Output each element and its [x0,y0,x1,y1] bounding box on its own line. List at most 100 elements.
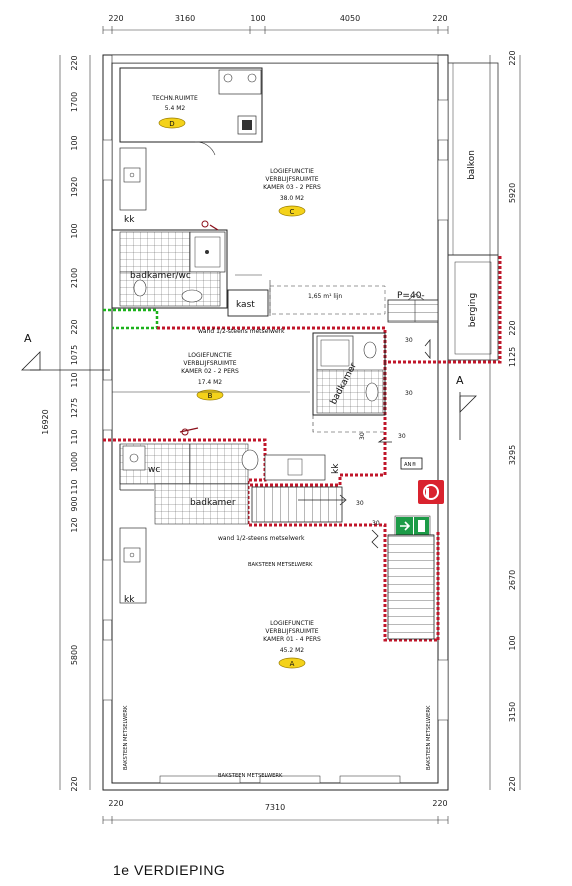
lijn-label: 1,65 m¹ lijn [308,293,342,300]
dim-top-5: 220 [432,14,447,23]
room-b-badge [196,389,224,401]
room-b-line2: VERBLIJFSRUIMTE [183,360,236,367]
berging-area [447,254,499,361]
stair-upper [387,293,439,323]
dim-right-6: 2670 [508,570,517,590]
stairs-lower [387,534,435,640]
dim-left-5: 100 [70,223,79,238]
wc-label: wc [148,465,160,475]
green-boundary [103,308,159,330]
room-a: kk LOGIEFUNCTIE VERBLIJFSRUIMTE KAMER 01… [119,527,432,779]
bathroom-a: wc badkamer [119,443,259,525]
dim-right-9: 220 [508,776,517,791]
dim-left-1: 220 [70,55,79,70]
room-b-letter: B [208,392,213,400]
dim-left-8: 1075 [70,345,79,365]
dim-left-16: 5800 [70,645,79,665]
room-a-line1: LOGIEFUNCTIE [270,620,314,627]
dim-left-17: 220 [70,776,79,791]
room-b: LOGIEFUNCTIE VERBLIJFSRUIMTE KAMER 02 - … [112,352,310,436]
room-c-area: 38.0 M2 [280,195,304,202]
room-c-letter: C [290,208,295,216]
dim-left-13: 110 [70,479,79,494]
dim-left-total: 16920 [41,409,50,434]
baksteen-top-label: BAKSTEEN METSELWERK [248,562,313,568]
dim-bottom-2: 7310 [265,803,285,812]
dim-bottom-3: 220 [432,799,447,808]
room-c: LOGIEFUNCTIE VERBLIJFSRUIMTE KAMER 03 - … [263,150,478,327]
dimension-left: 220 1700 100 1920 100 2100 220 1075 110 … [41,55,91,792]
room-b-line1: LOGIEFUNCTIE [188,352,232,359]
dim-top-2: 3160 [175,14,195,23]
dim-left-10: 1275 [70,398,79,418]
room-d-area: 5.4 M2 [165,105,186,112]
room-c-line3: KAMER 03 - 2 PERS [263,184,321,191]
fire-30-8: 30 [372,520,380,527]
room-b-area: 17.4 M2 [198,379,222,386]
room-d: TECHN.RUIMTE 5.4 M2 D [119,67,263,156]
floor-title: 1e VERDIEPING [113,862,226,878]
section-a-right: A [456,374,464,387]
dim-left-9: 110 [70,372,79,387]
dimension-bottom: 220 7310 220 [102,799,449,824]
bathroom-c: badkamer/wc [111,220,228,309]
fire-30-2: 30 [405,390,413,397]
dim-top-1: 220 [108,14,123,23]
dim-right-5: 3295 [508,445,517,465]
dimension-top: 220 3160 100 4050 220 [102,14,449,34]
lijn-165: 1,65 m¹ lijn P=40- [269,285,425,315]
dim-left-11: 110 [70,429,79,444]
dim-left-7: 220 [70,319,79,334]
wand-top-label: wand 1/2-steens metselwerk [198,328,285,335]
kk-label-2: kk [331,463,341,474]
dim-left-2: 1700 [70,92,79,112]
fire-30-4: 30 [398,433,406,440]
room-d-letter: D [169,120,174,128]
fire-30-7: 30 [356,500,364,507]
section-markers: A A [21,332,477,440]
room-a-area: 45.2 M2 [280,647,304,654]
room-a-badge [278,657,306,669]
dim-left-4: 1920 [70,177,79,197]
dim-left-14: 900 [70,496,79,511]
room-d-name: TECHN.RUIMTE [151,95,198,102]
kitchen-c: kk [119,147,147,225]
dim-right-3: 220 [508,320,517,335]
room-d-badge [158,117,186,129]
kk-label-3: kk [124,595,135,605]
room-b-line3: KAMER 02 - 2 PERS [181,368,239,375]
room-c-line1: LOGIEFUNCTIE [270,168,314,175]
fire-30-3: 30 [359,432,366,440]
boiler-unit [218,69,262,95]
exit-sign-small [400,457,423,470]
dim-left-3: 100 [70,135,79,150]
room-c-badge [278,205,306,217]
section-a-left: A [24,332,32,345]
dim-left-6: 2100 [70,268,79,288]
baksteen-left-label: BAKSTEEN METSELWERK [123,705,129,770]
dim-right-8: 3150 [508,702,517,722]
signs: AN® [394,457,444,537]
fire-30-1: 30 [405,337,413,344]
badkamer-label: badkamer [190,498,236,508]
baksteen-right-label: BAKSTEEN METSELWERK [426,705,432,770]
berging-label: berging [468,293,478,327]
kitchen-b: kk [264,454,341,481]
dim-left-15: 120 [70,517,79,532]
dim-right-1: 220 [508,50,517,65]
room-c-line2: VERBLIJFSRUIMTE [265,176,318,183]
p40-label: P=40- [397,291,425,301]
kast: kast [227,274,271,317]
wand-bottom-label: wand 1/2-steens metselwerk [218,535,305,542]
room-a-line3: KAMER 01 - 4 PERS [263,636,321,643]
dim-bottom-1: 220 [108,799,123,808]
balkon-label: balkon [467,150,477,180]
sign-small-text: AN® [404,461,417,468]
kast-label: kast [236,300,255,310]
dim-right-2: 5920 [508,183,517,203]
baksteen-bottom-label: BAKSTEEN METSELWERK [218,773,283,779]
kk-label-1: kk [124,215,135,225]
room-a-letter: A [290,660,295,668]
room-a-line2: VERBLIJFSRUIMTE [265,628,318,635]
